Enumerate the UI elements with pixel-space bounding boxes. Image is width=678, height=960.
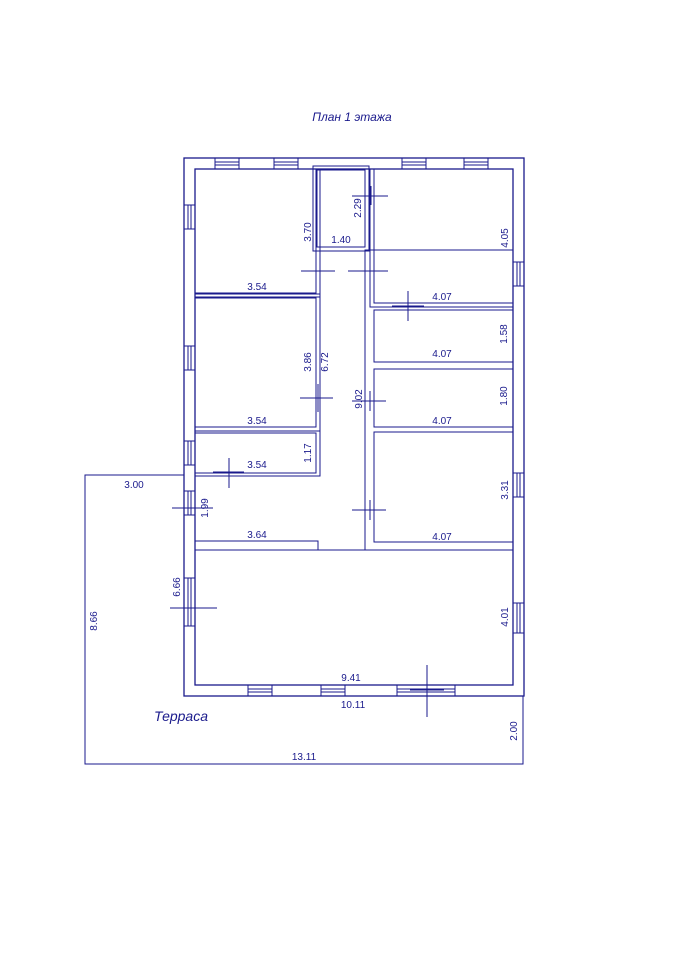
dim-room3-depth: 1.58 [499, 324, 510, 344]
dim-hall-length: 9.02 [354, 389, 365, 409]
window-bottom-1 [247, 684, 273, 697]
window-top-3 [401, 157, 427, 170]
dim-room6-width: 3.54 [247, 460, 267, 471]
dim-room5-depth: 1.80 [499, 386, 510, 406]
window-top-2 [273, 157, 299, 170]
dim-room6-depth: 1.17 [303, 443, 314, 463]
dim-living-depth: 6.66 [172, 577, 183, 597]
dim-living-width: 9.41 [341, 673, 361, 684]
window-top-1 [214, 157, 240, 170]
dim-room1-width: 3.54 [247, 282, 267, 293]
dim-room2-width: 4.07 [432, 292, 452, 303]
dim-bath-depth: 2.29 [353, 198, 364, 218]
window-right-3 [512, 602, 525, 634]
window-left-2 [183, 345, 196, 371]
window-bottom-2 [320, 684, 346, 697]
dim-vestibule-depth: 1.99 [200, 498, 211, 518]
dim-terrace-depth: 2.00 [509, 721, 520, 741]
dim-room2-depth: 4.05 [500, 228, 511, 248]
dim-living-right: 4.01 [500, 607, 511, 627]
dim-room4-width: 3.54 [247, 416, 267, 427]
dim-total-width: 13.11 [292, 752, 317, 763]
terrace-outline [84, 474, 524, 765]
dim-house-width: 10.11 [341, 700, 366, 711]
dim-terrace-side: 3.00 [124, 480, 144, 491]
plan-title: План 1 этажа [312, 110, 392, 124]
interior-walls [194, 165, 514, 551]
window-bottom-3 [396, 684, 456, 697]
terrace-label: Терраса [154, 708, 208, 724]
dim-bath-width: 1.40 [331, 235, 351, 246]
window-left-4 [183, 490, 196, 516]
window-right-2 [512, 472, 525, 498]
window-left-5 [183, 577, 196, 627]
window-left-1 [183, 204, 196, 230]
dim-corridor-length: 6.72 [320, 352, 331, 372]
dim-room3-width: 4.07 [432, 349, 452, 360]
door-marks [170, 186, 444, 717]
window-left-3 [183, 440, 196, 466]
dimension-labels: 3.54 3.70 1.40 2.29 4.05 4.07 1.58 4.07 … [89, 198, 520, 763]
window-right-1 [512, 261, 525, 287]
dim-room1-depth: 3.70 [303, 222, 314, 242]
dim-room4-depth: 3.86 [303, 352, 314, 372]
dim-partition-length: 3.64 [247, 530, 267, 541]
dim-total-depth: 8.66 [89, 611, 100, 631]
dim-room7-depth: 3.31 [500, 480, 511, 500]
dim-room5-width: 4.07 [432, 416, 452, 427]
window-top-4 [463, 157, 489, 170]
dim-room7-width: 4.07 [432, 532, 452, 543]
